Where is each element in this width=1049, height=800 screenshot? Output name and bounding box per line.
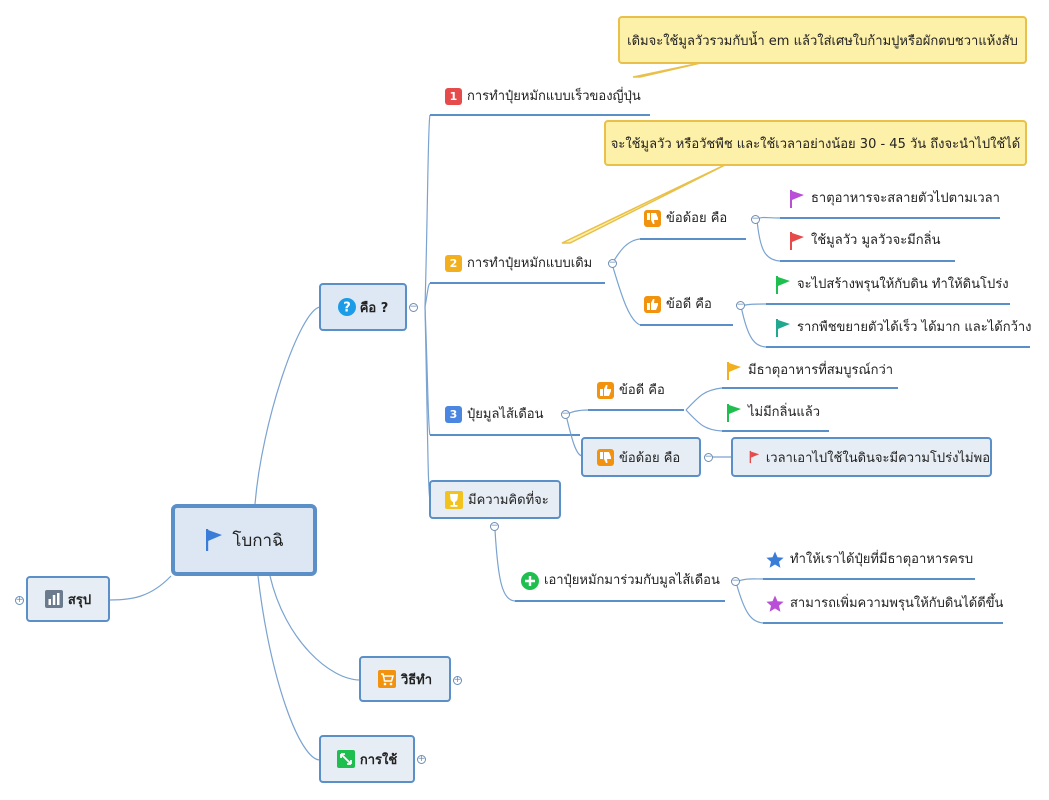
branch3-pros-label: ข้อดี คือ <box>619 382 665 398</box>
root-node[interactable]: โบกาฉิ <box>171 504 317 576</box>
green-flag-icon <box>727 404 741 422</box>
cart-icon <box>377 670 396 688</box>
yellow-flag-icon <box>727 362 741 380</box>
branch3-pros-item-1[interactable]: มีธาตุอาหารที่สมบูรณ์กว่า <box>726 362 893 380</box>
idea-node[interactable]: มีความคิดที่จะ <box>429 480 561 519</box>
branch2-pros-text-2: รากพืชขยายตัวได้เร็ว ได้มาก และได้กว้าง <box>797 320 1032 335</box>
result-text-2: สามารถเพิ่มความพรุนให้กับดินได้ดีขึ้น <box>790 596 1004 611</box>
branch3-pros-text-2: ไม่มีกลิ่นแล้ว <box>748 405 821 420</box>
usage-label: การใช้ <box>359 752 398 768</box>
branch2-cons-node[interactable]: ข้อด้อย คือ <box>644 210 727 227</box>
branch3-pros-node[interactable]: ข้อดี คือ <box>597 382 665 399</box>
bar-chart-icon <box>44 590 63 608</box>
number-1-icon: 1 <box>445 88 462 105</box>
what-is-label: คือ ? <box>359 300 389 316</box>
method-expand-toggle[interactable]: + <box>453 675 462 685</box>
combine-label: เอาปุ๋ยหมักมาร่วมกับมูลไส้เดือน <box>544 573 720 588</box>
resize-icon <box>336 750 355 768</box>
result-text-1: ทำให้เราได้ปุ๋ยที่มีธาตุอาหารครบ <box>790 552 974 567</box>
summary-label: สรุป <box>67 592 92 608</box>
number-2-icon: 2 <box>445 255 462 272</box>
branch3-cons-label: ข้อด้อย คือ <box>619 450 681 466</box>
branch2-pros-node[interactable]: ข้อดี คือ <box>644 296 712 313</box>
idea-collapse-toggle[interactable]: − <box>490 521 499 531</box>
purple-flag-icon <box>790 190 804 208</box>
branch2-label: การทำปุ๋ยหมักแบบเดิม <box>467 255 593 271</box>
plus-icon <box>521 572 539 590</box>
branch1-label: การทำปุ๋ยหมักแบบเร็วของญี่ปุ่น <box>467 88 641 104</box>
branch2-pros-item-1[interactable]: จะไปสร้างพรุนให้กับดิน ทำให้ดินโปร่ง <box>775 276 1009 294</box>
branch2-callout-text: จะใช้มูลวัว หรือวัชพืช และใช้เวลาอย่างน้… <box>610 136 1021 152</box>
teal-flag-icon <box>776 319 790 337</box>
what-is-collapse-toggle[interactable]: − <box>409 302 418 312</box>
branch3-cons-node[interactable]: ข้อด้อย คือ <box>581 437 701 477</box>
combine-collapse-toggle[interactable]: − <box>731 576 740 586</box>
blue-flag-icon <box>206 529 223 551</box>
branch2-callout: จะใช้มูลวัว หรือวัชพืช และใช้เวลาอย่างน้… <box>604 120 1027 166</box>
branch3-collapse-toggle[interactable]: − <box>561 409 570 419</box>
branch2-cons-label: ข้อด้อย คือ <box>666 210 728 226</box>
branch2-node[interactable]: 2 การทำปุ๋ยหมักแบบเดิม <box>445 255 592 272</box>
blue-star-icon <box>766 551 784 568</box>
branch2-cons-item-2[interactable]: ใช้มูลวัว มูลวัวจะมีกลิ่น <box>789 232 940 250</box>
branch2-pros-toggle[interactable]: − <box>736 300 745 310</box>
branch2-pros-item-2[interactable]: รากพืชขยายตัวได้เร็ว ได้มาก และได้กว้าง <box>775 319 1032 337</box>
red-flag-icon <box>749 450 760 464</box>
branch2-pros-label: ข้อดี คือ <box>666 296 712 312</box>
result-item-2[interactable]: สามารถเพิ่มความพรุนให้กับดินได้ดีขึ้น <box>766 595 1003 613</box>
branch1-node[interactable]: 1 การทำปุ๋ยหมักแบบเร็วของญี่ปุ่น <box>445 88 641 105</box>
branch2-cons-text-2: ใช้มูลวัว มูลวัวจะมีกลิ่น <box>811 233 941 248</box>
thumbs-up-icon <box>597 382 614 399</box>
branch3-node[interactable]: 3 ปุ๋ยมูลไส้เดือน <box>445 406 543 423</box>
red-flag-icon <box>790 232 804 250</box>
summary-expand-toggle[interactable]: + <box>15 595 24 605</box>
branch3-cons-toggle[interactable]: − <box>704 452 713 462</box>
branch3-pros-text-1: มีธาตุอาหารที่สมบูรณ์กว่า <box>748 363 894 378</box>
usage-node[interactable]: การใช้ <box>319 735 415 783</box>
branch3-cons-item-1[interactable]: เวลาเอาไปใช้ในดินจะมีความโปร่งไม่พอ <box>731 437 992 477</box>
method-node[interactable]: วิธีทำ <box>359 656 451 702</box>
branch2-cons-text-1: ธาตุอาหารจะสลายตัวไปตามเวลา <box>811 191 1000 206</box>
idea-label: มีความคิดที่จะ <box>468 493 549 508</box>
question-icon: ? <box>337 298 356 316</box>
branch3-cons-text-1: เวลาเอาไปใช้ในดินจะมีความโปร่งไม่พอ <box>765 450 990 466</box>
branch3-label: ปุ๋ยมูลไส้เดือน <box>467 406 544 422</box>
branch1-callout: เดิมจะใช้มูลวัวรวมกับน้ำ em แล้วใส่เศษใบ… <box>618 16 1027 64</box>
method-label: วิธีทำ <box>400 672 433 688</box>
number-3-icon: 3 <box>445 406 462 423</box>
usage-expand-toggle[interactable]: + <box>417 754 426 764</box>
root-label: โบกาฉิ <box>232 530 284 551</box>
branch2-collapse-toggle[interactable]: − <box>608 258 617 268</box>
thumbs-down-icon <box>644 210 661 227</box>
result-item-1[interactable]: ทำให้เราได้ปุ๋ยที่มีธาตุอาหารครบ <box>766 551 973 569</box>
branch2-cons-item-1[interactable]: ธาตุอาหารจะสลายตัวไปตามเวลา <box>789 190 1000 208</box>
branch1-callout-text: เดิมจะใช้มูลวัวรวมกับน้ำ em แล้วใส่เศษใบ… <box>627 33 1018 49</box>
branch2-pros-text-1: จะไปสร้างพรุนให้กับดิน ทำให้ดินโปร่ง <box>797 277 1009 292</box>
what-is-node[interactable]: ? คือ ? <box>319 283 407 331</box>
green-flag-icon <box>776 276 790 294</box>
branch2-cons-toggle[interactable]: − <box>751 214 760 224</box>
summary-node[interactable]: สรุป <box>26 576 110 622</box>
svg-text:?: ? <box>343 301 351 316</box>
thumbs-down-icon <box>597 448 614 466</box>
combine-node[interactable]: เอาปุ๋ยหมักมาร่วมกับมูลไส้เดือน <box>521 572 720 590</box>
thumbs-up-icon <box>644 296 661 313</box>
purple-star-icon <box>766 595 784 612</box>
branch3-pros-item-2[interactable]: ไม่มีกลิ่นแล้ว <box>726 404 820 422</box>
trophy-icon <box>445 490 463 509</box>
